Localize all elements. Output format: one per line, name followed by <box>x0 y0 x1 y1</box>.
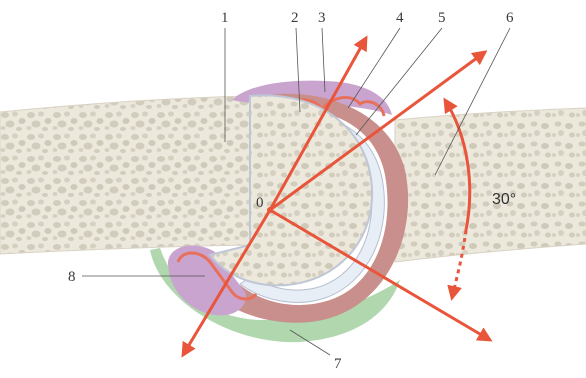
center-point <box>267 207 273 213</box>
center-label: 0 <box>256 195 264 211</box>
callout-8: 8 <box>68 269 76 285</box>
left-bone-shaft <box>0 96 250 254</box>
callout-3: 3 <box>318 10 326 26</box>
right-bone-shaft <box>395 108 586 262</box>
callout-5: 5 <box>438 10 446 26</box>
callout-1: 1 <box>221 10 229 26</box>
callout-2: 2 <box>291 10 299 26</box>
angle-label: 30° <box>492 191 516 208</box>
callout-6: 6 <box>506 10 514 26</box>
callout-7: 7 <box>334 356 342 372</box>
callout-4: 4 <box>396 10 404 26</box>
